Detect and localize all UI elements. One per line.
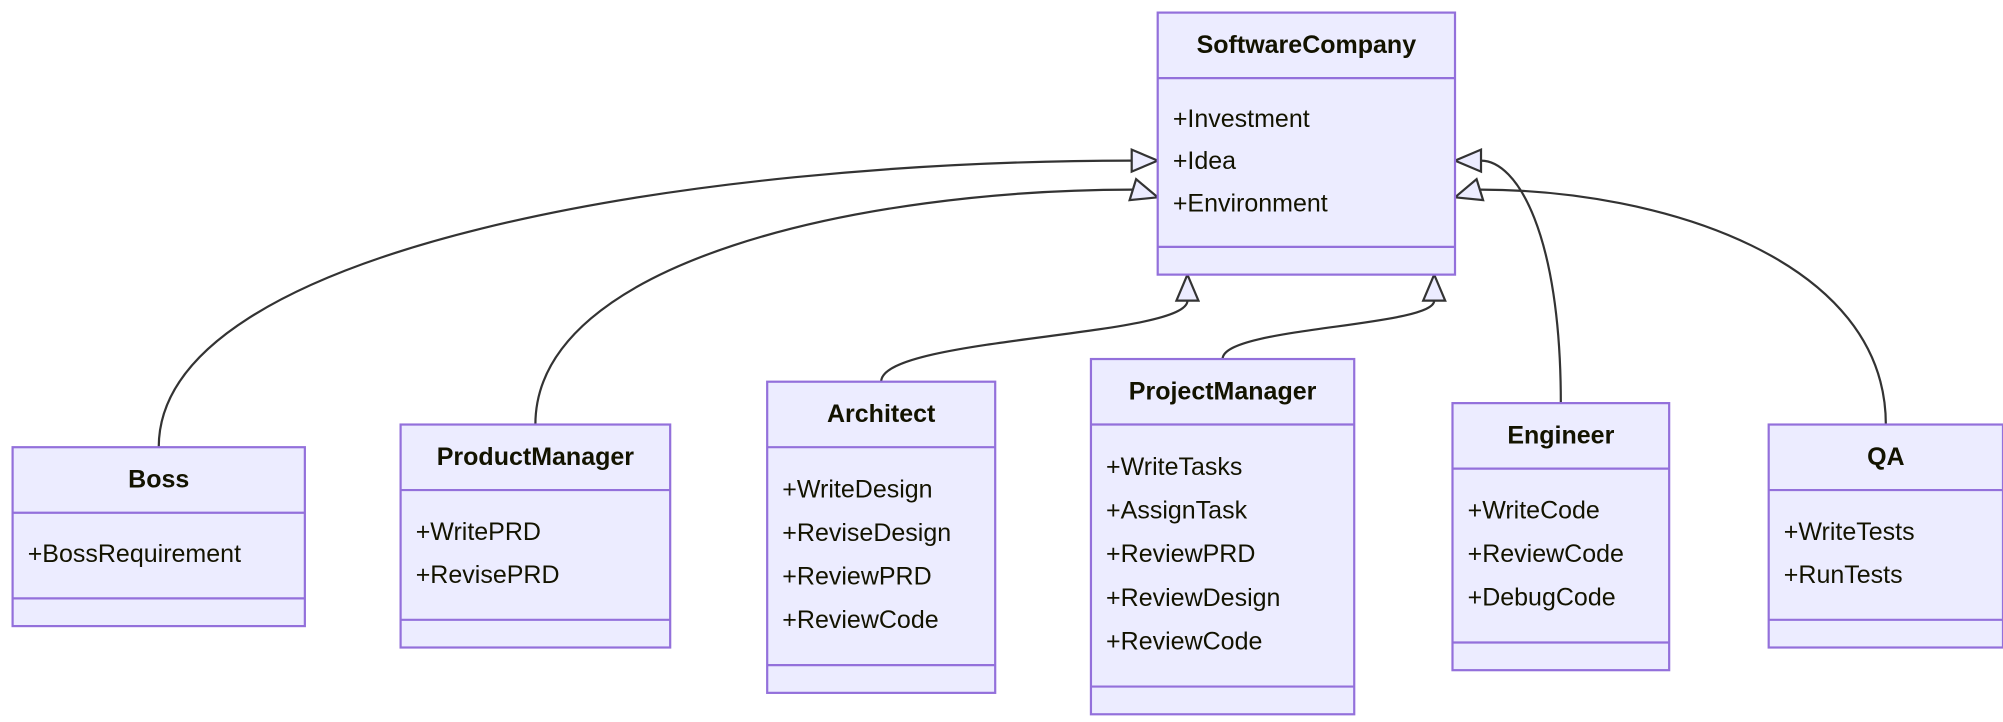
inheritance-line (1480, 159, 1562, 404)
class-name-boss: Boss (128, 466, 189, 494)
class-box-architect[interactable] (766, 380, 997, 694)
class-box-product-manager[interactable] (399, 423, 672, 649)
class-name-qa: QA (1867, 443, 1905, 471)
inheritance-edge-project-manager-to-software-company[interactable] (1221, 271, 1447, 360)
class-attribute: +ReviewPRD (1106, 540, 1255, 568)
class-attribute: +DebugCode (1468, 584, 1616, 612)
inheritance-arrowhead (1130, 147, 1161, 174)
class-attribute: +WriteTests (1784, 518, 1915, 546)
relationship-edges-layer (157, 147, 1887, 448)
class-node-project-manager[interactable]: ProjectManager +WriteTasks +AssignTask +Rev… (1089, 357, 1356, 716)
class-node-architect[interactable]: Architect +WriteDesign +ReviseDesign +Revie… (766, 380, 997, 694)
class-attribute: +ReviewCode (1106, 628, 1262, 656)
class-box-qa[interactable] (1767, 423, 2003, 649)
inheritance-line (880, 300, 1189, 382)
inheritance-arrowhead (1452, 177, 1485, 202)
class-node-boss[interactable]: Boss +BossRequirement (11, 446, 306, 628)
class-attribute: +Investment (1173, 105, 1310, 133)
class-attribute: +WriteTasks (1106, 453, 1242, 481)
inheritance-edge-boss-to-software-company[interactable] (157, 147, 1161, 448)
inheritance-arrowhead (1452, 147, 1483, 174)
class-attribute: +ReviewCode (1468, 540, 1624, 568)
inheritance-edge-engineer-to-software-company[interactable] (1452, 147, 1562, 404)
class-node-qa[interactable]: QA +WriteTests +RunTests (1767, 423, 2003, 649)
class-attribute: +WriteCode (1468, 497, 1600, 525)
class-attribute: +AssignTask (1106, 496, 1248, 524)
inheritance-line (534, 188, 1133, 425)
class-attribute: +ReviseDesign (782, 519, 951, 547)
class-attribute: +ReviewDesign (1106, 584, 1280, 612)
inheritance-arrowhead (1128, 177, 1161, 202)
inheritance-edge-product-manager-to-software-company[interactable] (534, 177, 1161, 425)
class-name-project-manager: ProjectManager (1129, 377, 1317, 405)
class-node-engineer[interactable]: Engineer +WriteCode +ReviewCode +DebugCode (1451, 402, 1671, 672)
class-attribute: +Idea (1173, 147, 1236, 175)
class-attribute: +BossRequirement (28, 540, 241, 568)
class-attribute: +WritePRD (416, 518, 541, 546)
class-box-project-manager[interactable] (1089, 357, 1356, 716)
inheritance-line (1479, 188, 1887, 425)
class-attribute: +Environment (1173, 189, 1328, 217)
class-box-engineer[interactable] (1451, 402, 1671, 672)
inheritance-edge-qa-to-software-company[interactable] (1452, 177, 1887, 425)
class-attribute: +ReviewCode (782, 606, 938, 634)
class-node-software-company[interactable]: SoftwareCompany +Investment +Idea +Environm… (1156, 11, 1457, 276)
class-nodes-layer: SoftwareCompany +Investment +Idea +Environm… (11, 11, 2003, 716)
class-box-software-company[interactable] (1156, 11, 1457, 276)
class-name-engineer: Engineer (1507, 421, 1614, 449)
inheritance-line (157, 159, 1132, 448)
inheritance-edge-architect-to-software-company[interactable] (880, 271, 1201, 382)
class-box-boss[interactable] (11, 446, 306, 628)
inheritance-arrowhead (1174, 271, 1201, 302)
class-attribute: +RevisePRD (416, 561, 560, 589)
inheritance-line (1221, 300, 1436, 360)
class-attribute: +ReviewPRD (782, 563, 931, 591)
class-attribute: +RunTests (1784, 561, 1903, 589)
class-name-software-company: SoftwareCompany (1197, 31, 1417, 59)
class-name-product-manager: ProductManager (437, 443, 635, 471)
class-attribute: +WriteDesign (782, 475, 932, 503)
class-name-architect: Architect (827, 400, 936, 428)
inheritance-arrowhead (1421, 271, 1447, 302)
class-node-product-manager[interactable]: ProductManager +WritePRD +RevisePRD (399, 423, 672, 649)
